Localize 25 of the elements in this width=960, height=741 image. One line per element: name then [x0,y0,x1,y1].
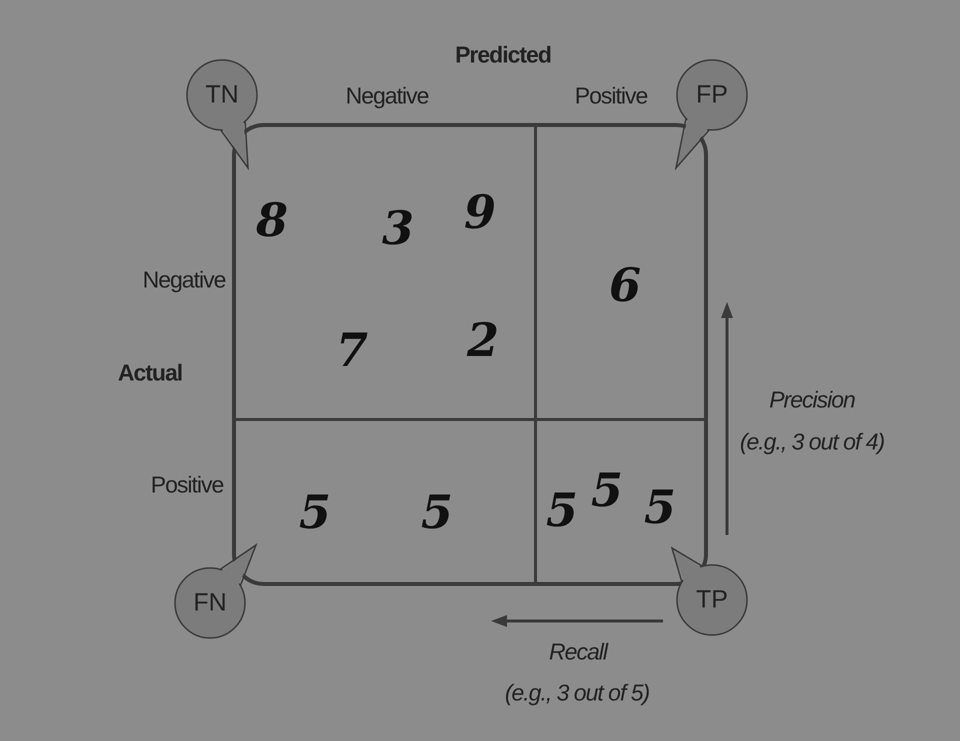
bubble-label: FP [696,82,728,108]
handwritten-digit: 5 [421,489,453,535]
class-label: Positive [574,82,648,110]
handwritten-digit: 3 [382,205,414,251]
handwritten-digit: 8 [256,197,288,243]
handwritten-digit: 5 [546,487,578,533]
handwritten-digit: 9 [464,189,496,235]
bubble-label: TP [696,588,728,612]
bubble-label: TN [205,82,239,108]
handwritten-digit: 7 [336,327,368,373]
class-label: Negative [346,82,428,110]
metric-label: Recall [549,638,607,666]
class-label: Positive [150,472,224,498]
class-label: Negative [142,266,226,294]
handwritten-digit: 6 [609,262,641,308]
metric-label: Precision [769,386,855,414]
handwritten-digit: 5 [644,484,676,530]
bubble-label: FN [193,590,227,616]
axis-title: Predicted [455,42,551,68]
handwritten-digit: 5 [591,467,623,513]
axis-title: Actual [118,360,182,386]
handwritten-digit: 2 [467,317,499,363]
handwritten-digit: 5 [299,489,331,535]
metric-label: (e.g., 3 out of 4) [740,428,884,456]
metric-label: (e.g., 3 out of 5) [504,680,650,706]
